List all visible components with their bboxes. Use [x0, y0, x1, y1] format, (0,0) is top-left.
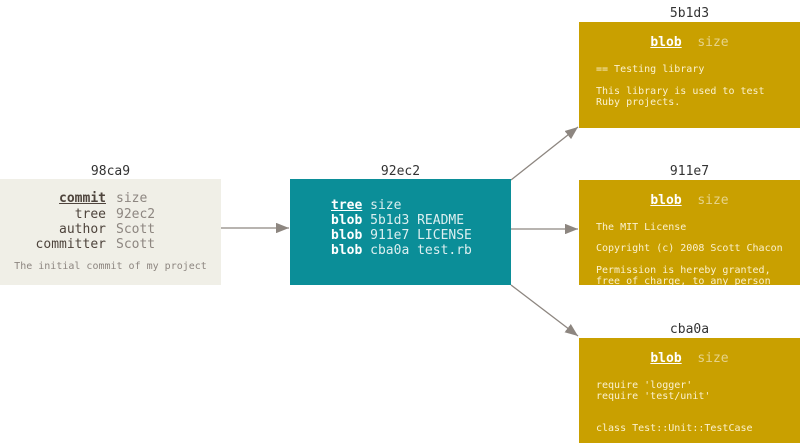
blob-line: free of charge, to any person [596, 276, 771, 285]
blob-line: require 'logger' [596, 380, 693, 391]
blob-line: require 'test/unit' [596, 391, 711, 402]
tree-object[interactable]: tree size blob 5b1d3 README blob 911e7 L… [290, 179, 511, 285]
tree-entry: blob cba0a test.rb [331, 243, 472, 258]
tree-entry: blob 911e7 LICENSE [331, 228, 472, 243]
blob-id: 5b1d3 [669, 6, 710, 21]
arrow-tree-to-blob-1 [510, 126, 579, 181]
blob-object[interactable]: blob size require 'logger' require 'test… [579, 338, 800, 443]
blob-object[interactable]: blob size == Testing library This librar… [579, 22, 800, 128]
blob-id: 911e7 [669, 164, 710, 179]
blob-line: Permission is hereby granted, [596, 265, 771, 276]
tree-header: tree size [331, 198, 402, 213]
blob-header: blob size [650, 35, 729, 50]
blob-line: This library is used to test [596, 86, 765, 97]
tree-id: 92ec2 [380, 164, 421, 179]
blob-id: cba0a [669, 322, 710, 337]
blob-line: class Test::Unit::TestCase [596, 423, 753, 434]
tree-entry: blob 5b1d3 README [331, 213, 465, 228]
arrow-tree-to-blob-3 [510, 284, 579, 337]
blob-line: The MIT License [596, 222, 687, 233]
commit-message: The initial commit of my project [14, 261, 207, 272]
blob-header: blob size [650, 193, 729, 208]
blob-line: == Testing library [596, 64, 705, 75]
blob-line: Copyright (c) 2008 Scott Chacon [596, 243, 783, 254]
blob-object[interactable]: blob size The MIT License Copyright (c) … [579, 180, 800, 285]
blob-line: Ruby projects. [596, 97, 681, 108]
blob-header: blob size [650, 351, 729, 366]
commit-id: 98ca9 [90, 164, 131, 179]
